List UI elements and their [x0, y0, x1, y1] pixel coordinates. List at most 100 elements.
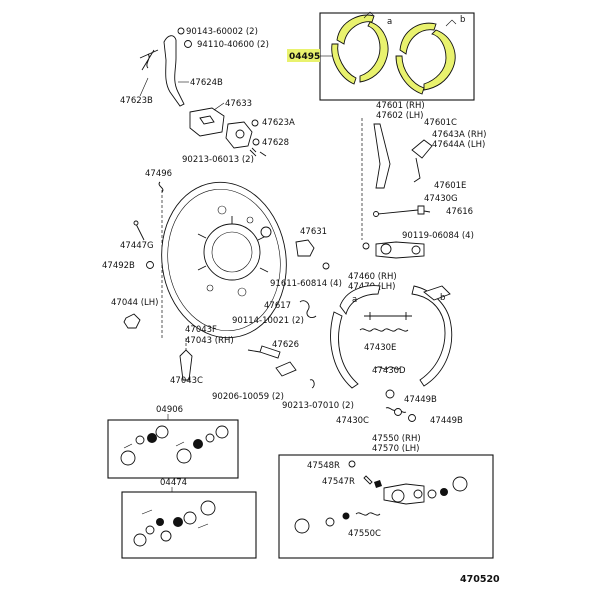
label-47550c: 47550C: [348, 529, 381, 539]
bleeder-icon: [362, 242, 370, 250]
parking-lever-icon: [163, 35, 185, 107]
cup-icon: [135, 435, 145, 445]
bleeder-plug-icon: [363, 475, 373, 485]
kit-04474-group: 04474: [121, 478, 257, 559]
hold-down-pin-icon: [247, 345, 281, 359]
label-highlight: [287, 49, 320, 62]
brake-shoe-icon: [395, 55, 425, 95]
spring-cup-icon: [385, 389, 395, 399]
label-47492b: 47492B: [102, 261, 135, 271]
label-47043c: 47043C: [170, 376, 203, 386]
label-47628: 47628: [262, 138, 289, 148]
hub-opening-icon: [203, 223, 261, 281]
label-47631: 47631: [300, 227, 327, 237]
boot-icon: [176, 448, 192, 464]
label-90143: 90143-60002 (2): [186, 27, 258, 37]
kit-04906-group: 04906: [107, 405, 239, 479]
label-04906: 04906: [156, 405, 183, 415]
lower-spring-icon: [375, 366, 401, 370]
label-47633: 47633: [225, 99, 252, 109]
label-47601e: 47601E: [434, 181, 466, 191]
piston-icon: [342, 512, 350, 520]
label-47602lh: 47602 (LH): [376, 111, 424, 121]
label-47624b: 47624B: [190, 78, 223, 88]
label-47644a: 47644A (LH): [432, 140, 485, 150]
label-04474: 04474: [160, 478, 187, 488]
boot-icon: [155, 425, 169, 439]
cup-icon: [205, 433, 215, 443]
label-04495: 04495: [289, 52, 320, 62]
label-47601rh: 47601 (RH): [376, 101, 425, 111]
shoe-kit-group: 04495 a b: [287, 11, 475, 101]
piston-icon: [147, 433, 157, 443]
label-47430e: 47430E: [364, 343, 396, 353]
label-47626: 47626: [272, 340, 299, 350]
clip-icon: [309, 379, 315, 389]
pawl-icon: [411, 139, 433, 159]
mark-a-top: a: [387, 17, 392, 27]
label-47547r: 47547R: [322, 477, 355, 487]
screw-icon: [249, 147, 257, 157]
adjusting-lever-icon: [373, 123, 391, 189]
label-47043rh: 47043F: [185, 325, 217, 335]
cup-icon: [160, 530, 172, 542]
mark-b-top: b: [460, 15, 465, 25]
shoe-assembly-left-icon: [339, 285, 381, 315]
mark-a-shoe: a: [352, 295, 357, 305]
cup-icon: [427, 489, 437, 499]
spring-clip-icon: [299, 300, 317, 319]
label-47601c: 47601C: [424, 118, 457, 128]
brake-shoe-icon: [336, 14, 375, 45]
wheel-cylinder-kit-box: [278, 454, 494, 559]
label-91611: 91611-60814 (4): [270, 279, 342, 289]
bolt-icon: [177, 27, 185, 35]
plate-plug-icon: [260, 226, 272, 238]
boot-icon: [200, 500, 216, 516]
cup-icon: [145, 525, 155, 535]
brake-shoe-icon: [423, 29, 456, 91]
adjuster-block-icon: [189, 107, 225, 137]
label-47460rh: 47460 (RH): [348, 272, 397, 282]
label-47449b2: 47449B: [430, 416, 463, 426]
boot-icon: [133, 533, 147, 547]
boot-icon: [215, 425, 229, 439]
washer-icon: [394, 408, 402, 416]
kit-04474-box: [121, 491, 257, 559]
label-47449b1: 47449B: [404, 395, 437, 405]
label-90119: 90119-06084 (4): [402, 231, 474, 241]
right-assembly-group: 47601 (RH) 47602 (LH) 47601C 47643A (RH)…: [330, 101, 487, 426]
label-47043f: 47044 (LH): [111, 298, 159, 308]
label-47044lh: 47043 (RH): [185, 336, 234, 346]
clip-icon: [158, 181, 164, 193]
retainer-icon: [275, 361, 297, 377]
wheel-cylinder-kit-group: 47550 (RH) 47570 (LH) 47548R 47547R 4755…: [278, 434, 494, 559]
label-47623b: 47623B: [120, 96, 153, 106]
label-90114: 90114-10021 (2): [232, 316, 304, 326]
label-47643a: 47643A (RH): [432, 130, 487, 140]
label-90213a: 90213-06013 (2): [182, 155, 254, 165]
boot-icon: [120, 450, 136, 466]
label-47617: 47617: [264, 301, 291, 311]
label-47550rh: 47550 (RH): [372, 434, 421, 444]
mark-b-shoe: b: [440, 293, 445, 303]
boot-icon: [294, 518, 310, 534]
nut-icon: [184, 40, 192, 48]
label-90206: 90206-10059 (2): [212, 392, 284, 402]
clip-pin-icon: [135, 223, 145, 241]
bleeder-cap-icon: [348, 460, 356, 468]
plug-icon: [146, 261, 154, 269]
label-47623a: 47623A: [262, 118, 295, 128]
shoe-assembly-right-icon: [411, 285, 453, 387]
parking-lever-group: 90143-60002 (2) 94110-40600 (2) 47624B 4…: [120, 27, 295, 165]
shoe-web-icon: [423, 285, 451, 301]
washer-icon: [252, 138, 260, 146]
label-47548r: 47548R: [307, 461, 340, 471]
label-90213b: 90213-07010 (2): [282, 401, 354, 411]
brake-shoe-icon: [331, 43, 357, 85]
brake-shoe-icon: [359, 21, 389, 83]
lever-link-icon: [413, 157, 421, 183]
diagram-number: 470520: [460, 574, 500, 585]
label-47430g: 47430G: [424, 194, 458, 204]
middle-parts-group: 47631 91611-60814 (4) 47617 90114-10021 …: [212, 227, 354, 411]
boot-icon: [452, 476, 468, 492]
